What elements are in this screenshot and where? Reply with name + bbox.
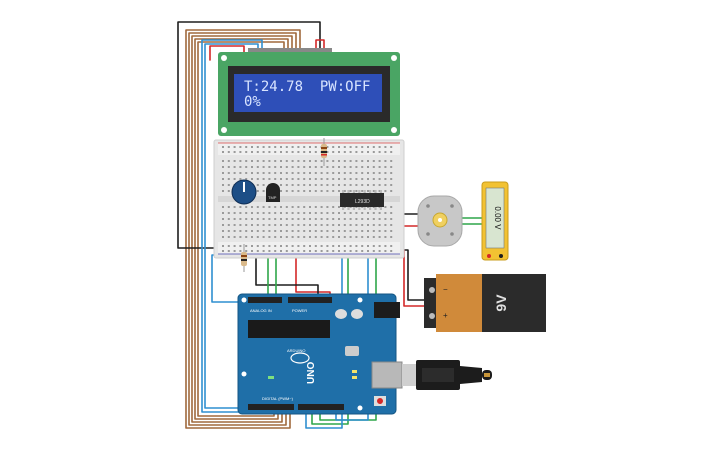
multimeter-probe-red[interactable] (487, 254, 491, 258)
lcd-line-2: 0% (244, 94, 261, 110)
sensor-body (266, 183, 280, 202)
lcd-mount-hole-2 (391, 55, 397, 61)
wire-black-lcd[interactable] (177, 21, 321, 249)
wire-brown-3[interactable] (191, 35, 293, 423)
wire-black-gnd[interactable] (255, 244, 319, 299)
battery-minus: − (443, 285, 448, 294)
battery-body (482, 274, 546, 332)
arduino-usb-port[interactable] (371, 361, 403, 389)
chip-pins (342, 190, 382, 210)
lcd-header-pins (248, 48, 332, 52)
battery-cap (436, 274, 482, 332)
resistor-bottom[interactable] (241, 244, 247, 272)
wire-blue-2[interactable] (204, 43, 297, 409)
reset-button[interactable] (377, 398, 383, 404)
wire-red-batt[interactable] (403, 249, 433, 307)
lcd-screen (234, 74, 382, 112)
arduino-brand: ARDUINO (287, 348, 305, 353)
arduino-power-jack[interactable] (374, 302, 400, 318)
multimeter-display (485, 187, 505, 249)
lcd-mount-hole-4 (391, 127, 397, 133)
temperature-sensor[interactable]: TMP (266, 183, 280, 202)
header-digital-2 (298, 404, 344, 410)
lcd-module[interactable]: T:24.78 PW:OFF 0% (218, 52, 400, 136)
multimeter[interactable]: 0.00 V (481, 181, 509, 261)
arduino-mcu (248, 320, 330, 338)
arduino-model: UNO (306, 362, 317, 384)
usb-plug (402, 364, 418, 386)
wire-red-lcd[interactable] (315, 39, 325, 49)
wire-brown-2[interactable] (188, 32, 297, 426)
lcd-line-1: T:24.78 PW:OFF (244, 79, 370, 95)
label-analog: ANALOG IN (250, 308, 272, 313)
battery-9v[interactable]: 9V − + (424, 274, 546, 332)
header-digital-1 (248, 404, 294, 410)
lcd-mount-hole-3 (221, 127, 227, 133)
lcd-mount-hole-1 (221, 55, 227, 61)
resistor-top[interactable] (321, 138, 327, 166)
potentiometer[interactable] (231, 179, 257, 205)
breadboard-holes (222, 146, 393, 252)
wire-brown-4[interactable] (194, 38, 289, 420)
arduino-uno[interactable]: ANALOG IN POWER UNO ARDUINO DIGITAL (PWM… (237, 293, 403, 415)
battery-label: 9V (493, 294, 509, 312)
label-power: POWER (292, 308, 307, 313)
dc-motor[interactable] (417, 195, 463, 247)
usb-strain-relief (460, 366, 482, 384)
battery-clip (424, 278, 438, 328)
wire-red-power[interactable] (295, 254, 331, 301)
breadboard[interactable] (213, 139, 405, 259)
breadboard-channel (218, 196, 400, 202)
chip-label: L293D (355, 199, 370, 205)
breadboard-rail-top (218, 143, 400, 155)
battery-plus: + (443, 311, 448, 320)
usb-cable[interactable] (402, 360, 492, 390)
header-analog (248, 297, 282, 303)
header-power (288, 297, 332, 303)
wire-red-lcd-2[interactable] (209, 45, 245, 61)
label-digital: DIGITAL (PWM~) (262, 396, 294, 401)
arduino-logo (290, 352, 310, 364)
motor-driver-chip[interactable]: L293D (340, 190, 384, 210)
wire-brown-1[interactable] (185, 29, 301, 429)
sensor-label: TMP (268, 195, 277, 200)
wire-brown-5[interactable] (197, 41, 285, 417)
multimeter-reading: 0.00 V (493, 206, 502, 230)
multimeter-probe-black[interactable] (499, 254, 503, 258)
